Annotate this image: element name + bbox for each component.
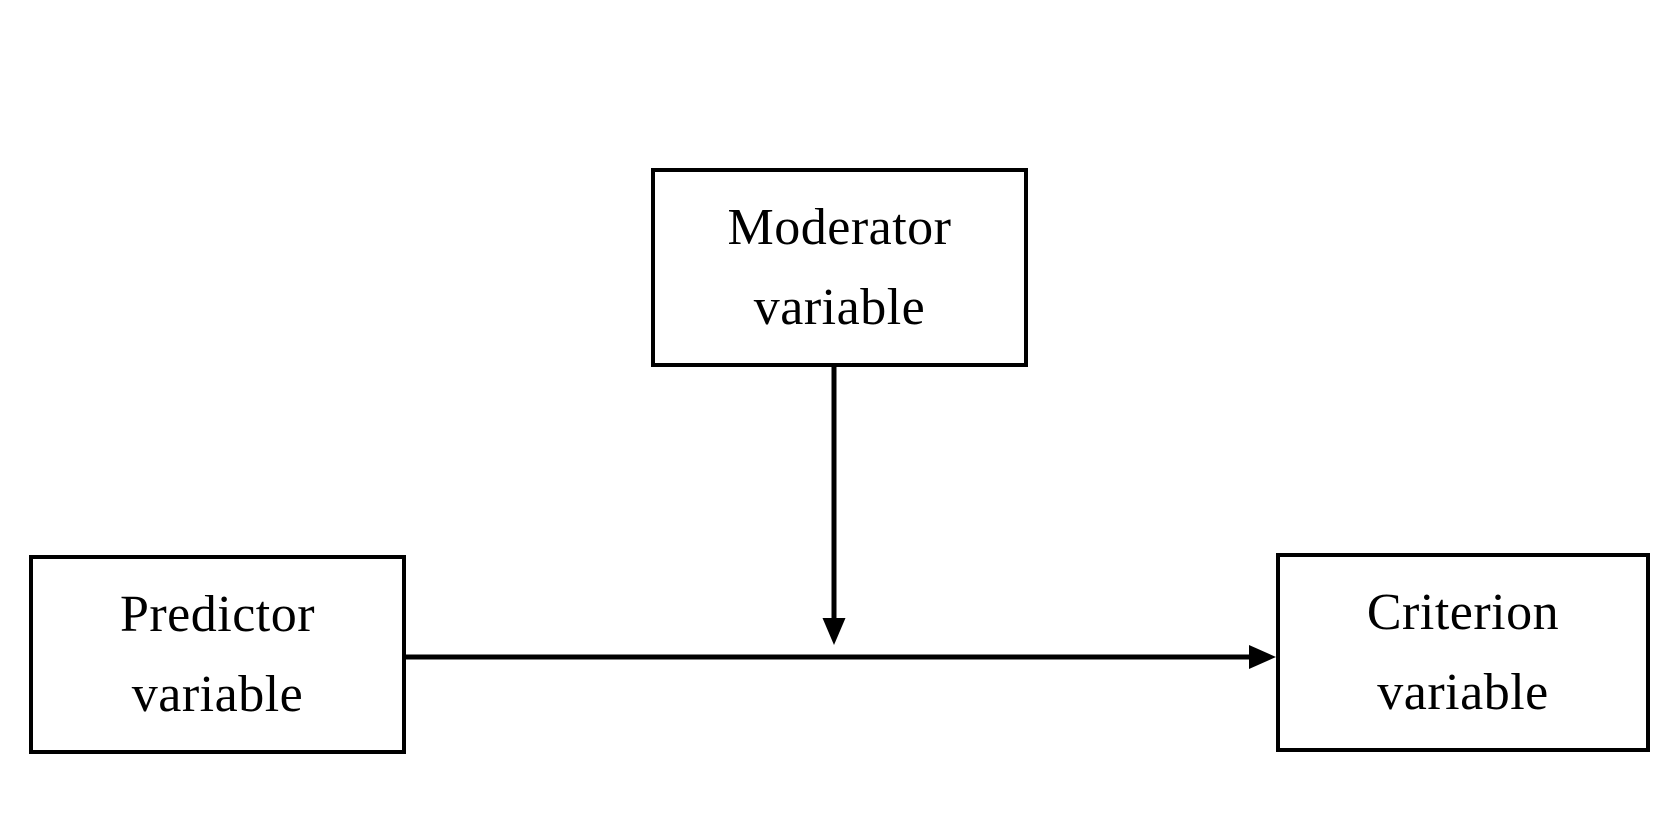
edge-moderator-to-path xyxy=(800,360,870,660)
node-moderator-label-line2: variable xyxy=(753,278,926,336)
node-criterion-variable[interactable]: Criterion variable xyxy=(1276,553,1650,752)
node-predictor-label-line1: Predictor xyxy=(119,585,316,643)
node-criterion-label-line1: Criterion xyxy=(1366,583,1560,641)
node-predictor-variable[interactable]: Predictor variable xyxy=(29,555,406,754)
node-moderator-label-line1: Moderator xyxy=(727,198,952,256)
node-moderator-variable[interactable]: Moderator variable xyxy=(651,168,1028,367)
node-predictor-label-line2: variable xyxy=(131,665,304,723)
edge-predictor-to-criterion xyxy=(400,630,1290,690)
node-criterion-label-line2: variable xyxy=(1377,663,1549,721)
arrowhead-down-icon xyxy=(822,618,846,645)
arrowhead-right-icon xyxy=(1249,645,1276,669)
